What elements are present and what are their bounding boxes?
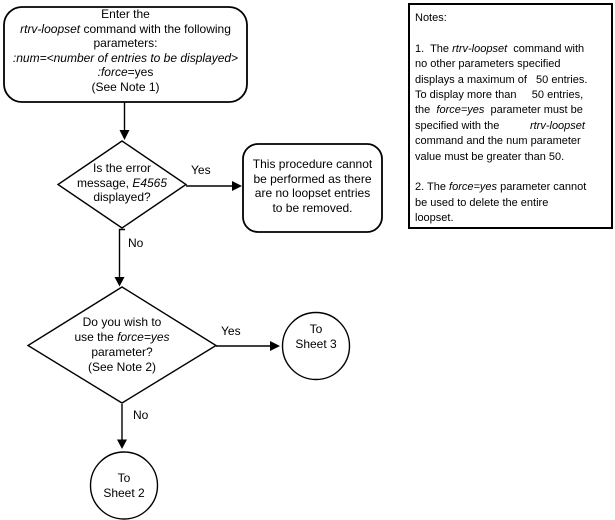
arrowhead-down-icon [119,130,130,140]
sheet3-circle-shape [281,311,351,381]
label-yes-1: Yes [191,163,211,177]
start-box-shape [3,6,248,103]
decision2-shape [26,286,218,404]
label-no-1: No [128,236,144,250]
sheet2-circle-shape [89,451,159,520]
label-no-2: No [133,408,149,422]
arrowhead-right-icon [270,341,280,351]
result-box-shape [242,143,383,233]
connector-decision1-no [118,228,125,278]
arrowhead-down-icon [114,277,125,287]
arrowhead-down-icon [117,439,127,449]
arrowhead-right-icon [232,181,242,191]
label-yes-2: Yes [221,324,241,338]
decision1-shape [56,140,188,229]
